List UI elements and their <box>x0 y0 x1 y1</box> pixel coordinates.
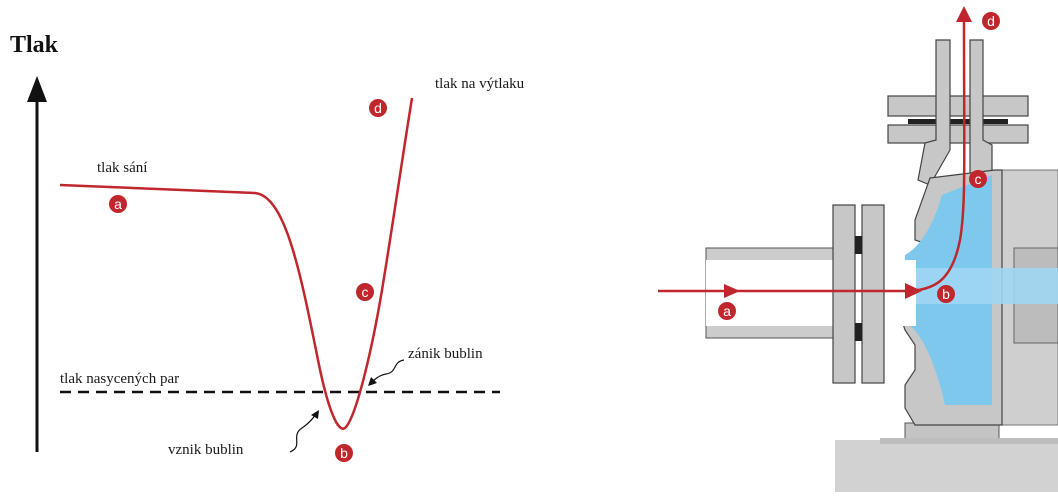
ground-base <box>835 440 1058 492</box>
discharge-neck-left <box>917 39 951 186</box>
pressure-graph: Tlak tlak sání tlak na výtlaku tlak nasy… <box>10 32 525 462</box>
graph-marker-d: d <box>369 99 387 117</box>
graph-marker-c: c <box>356 283 374 301</box>
vapor-pressure-label: tlak nasycených par <box>60 371 179 387</box>
collapse-pointer-head <box>368 377 377 386</box>
suction-flange-right <box>861 204 885 384</box>
discharge-flange-bottom <box>887 124 1029 144</box>
suction-gasket-bottom <box>855 323 862 341</box>
pump-marker-d: d <box>982 12 1000 30</box>
svg-text:b: b <box>340 445 348 461</box>
formation-pointer <box>289 413 317 453</box>
suction-flange-left <box>832 204 856 384</box>
svg-text:a: a <box>114 196 122 212</box>
collapse-pointer <box>371 359 405 383</box>
graph-marker-b: b <box>335 444 353 462</box>
flow-arrow-outlet <box>956 6 972 22</box>
discharge-flange-top <box>887 95 1029 117</box>
suction-gasket-top <box>855 236 862 254</box>
pressure-axis-arrowhead <box>27 76 47 102</box>
graph-marker-a: a <box>109 195 127 213</box>
pump-marker-a: a <box>718 302 736 320</box>
pump-foot-plate <box>880 438 1058 444</box>
bubble-collapse-label: zánik bublin <box>408 346 483 362</box>
formation-pointer-head <box>311 410 319 419</box>
svg-text:d: d <box>374 100 382 116</box>
discharge-pressure-label: tlak na výtlaku <box>435 76 525 92</box>
svg-text:c: c <box>362 284 369 300</box>
bubble-formation-label: vznik bublin <box>168 442 244 458</box>
discharge-gasket <box>908 119 1008 124</box>
pump-cross-section: a b c d <box>658 6 1058 492</box>
suction-pressure-label: tlak sání <box>97 160 147 176</box>
pump-marker-c: c <box>969 170 987 188</box>
flow-path <box>658 19 966 293</box>
svg-text:d: d <box>987 13 995 29</box>
pressure-curve <box>59 97 414 430</box>
svg-text:b: b <box>942 286 950 302</box>
svg-text:c: c <box>975 171 982 187</box>
flow-arrow-impeller <box>905 283 922 299</box>
pump-marker-b: b <box>937 285 955 303</box>
graph-title: Tlak <box>10 32 59 58</box>
svg-text:a: a <box>723 303 731 319</box>
flow-arrow-inlet <box>724 284 740 298</box>
shaft-water-band <box>916 268 1058 304</box>
